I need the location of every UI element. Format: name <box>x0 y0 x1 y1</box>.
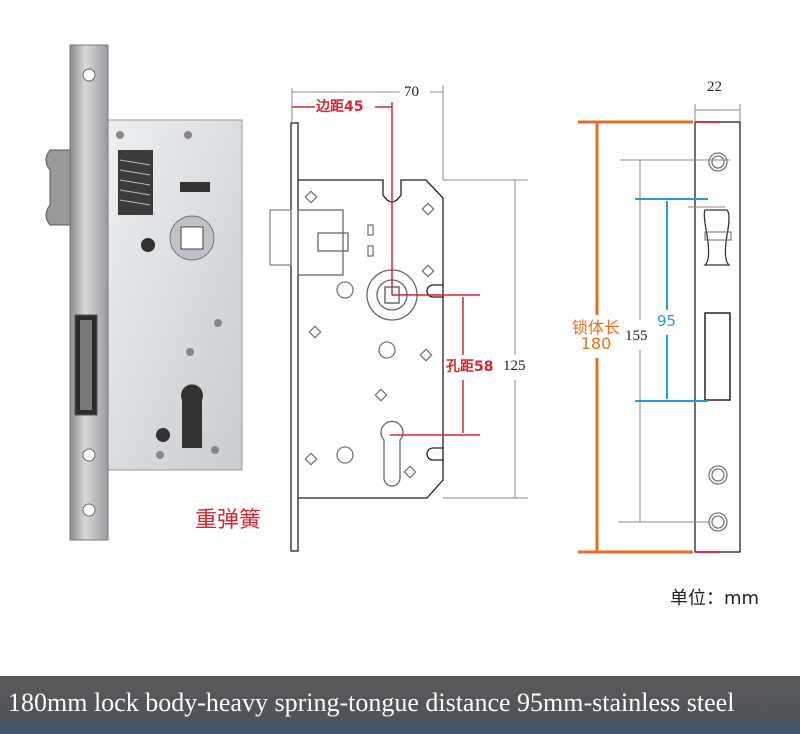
front-body-outline <box>298 179 444 499</box>
body-length-value: 180 <box>580 334 612 353</box>
body-length-title: 锁体长 <box>571 318 620 337</box>
tongue-distance-dimension: 95 <box>657 312 677 330</box>
height-dimension: 125 <box>503 358 526 374</box>
side-faceplate <box>694 121 741 553</box>
body-length-label: 锁体长 180 <box>566 320 626 352</box>
unit-label: 单位：mm <box>670 588 760 609</box>
heavy-spring-label: 重弹簧 <box>195 508 262 533</box>
hole-distance-label: 孔距58 <box>446 359 494 375</box>
front-cylinder-hole <box>380 420 404 487</box>
thickness-dimension: 22 <box>707 79 722 95</box>
orange-dimension-lines <box>578 120 693 554</box>
spindle-hole <box>180 226 204 250</box>
faceplate <box>69 44 109 541</box>
width-dimension: 70 <box>404 84 419 100</box>
blue-dimension-lines <box>635 198 708 402</box>
cylinder-hole <box>181 384 204 448</box>
front-faceplate <box>290 122 299 552</box>
front-diagram <box>269 85 528 552</box>
caption-banner: 180mm lock body-heavy spring-tongue dist… <box>0 676 800 734</box>
screw-distance-dimension: 155 <box>625 328 648 344</box>
lock-photo <box>45 44 243 541</box>
red-dimension-lines <box>292 102 480 436</box>
side-deadbolt <box>704 312 731 401</box>
caption-text: 180mm lock body-heavy spring-tongue dist… <box>8 688 735 717</box>
side-diagram <box>578 104 741 554</box>
backset-label: 边距45 <box>316 99 364 115</box>
side-latch <box>703 209 731 266</box>
